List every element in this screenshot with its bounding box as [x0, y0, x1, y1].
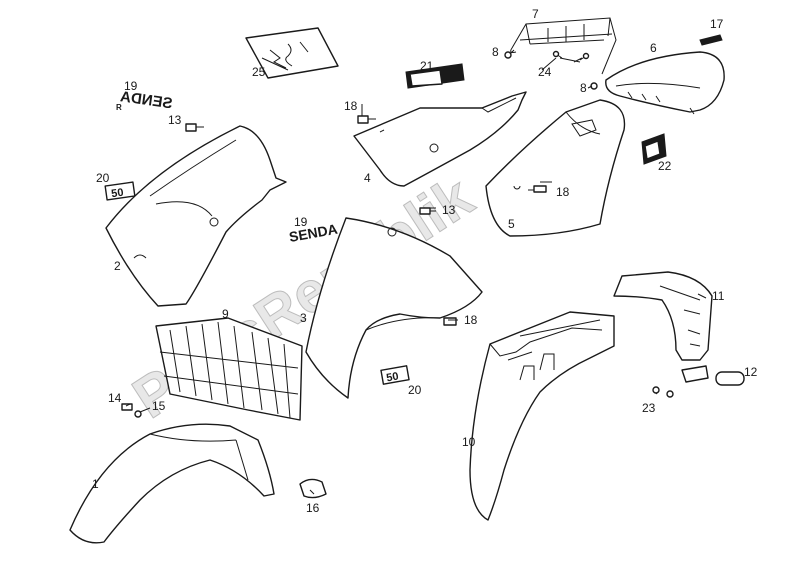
svg-text:50: 50: [385, 370, 399, 384]
part-8-nut-top: [504, 51, 512, 59]
callout-20b: 20: [408, 383, 422, 397]
part-9-radiator-grille: [155, 317, 303, 421]
part-5-rear-panel: [485, 99, 626, 237]
callout-15: 15: [152, 399, 166, 413]
part-7-luggage-rack: [510, 17, 617, 75]
part-16-fastener: [299, 478, 327, 499]
part-1-front-fender: [69, 423, 275, 544]
callout-6: 6: [650, 41, 657, 55]
svg-text:R: R: [116, 103, 122, 112]
callout-18c: 18: [464, 313, 478, 327]
callout-12: 12: [744, 365, 758, 379]
callout-8b: 8: [580, 81, 587, 95]
part-25-decal-sheet: [245, 27, 339, 79]
callout-10: 10: [462, 435, 476, 449]
callout-25: 25: [252, 65, 266, 79]
callout-13a: 13: [168, 113, 182, 127]
part-11-plate-holder: [613, 271, 713, 361]
part-6-seat: [605, 51, 725, 115]
callout-19b: 19: [294, 215, 308, 229]
callout-24: 24: [538, 65, 552, 79]
callout-20a: 20: [96, 171, 110, 185]
svg-text:50: 50: [111, 187, 125, 201]
callout-2: 2: [114, 259, 121, 273]
part-17-badge: [699, 34, 723, 46]
callout-9: 9: [222, 307, 229, 321]
callout-17: 17: [710, 17, 724, 31]
part-22-decal: [641, 133, 667, 165]
part-18-bolt-mid: [533, 185, 547, 193]
callout-18b: 18: [556, 185, 570, 199]
part-20-decal-right: 50: [380, 365, 410, 385]
part-4-side-panel: [353, 91, 527, 187]
part-3-radiator-shroud: [305, 217, 483, 399]
callout-1: 1: [92, 477, 99, 491]
part-18-bolt-lower: [443, 317, 457, 326]
part-15-clip: [134, 410, 142, 418]
part-23-nuts: [652, 386, 674, 398]
part-14-bolt: [121, 403, 133, 411]
callout-3: 3: [300, 311, 307, 325]
part-2-radiator-shroud: [105, 125, 287, 307]
callout-23: 23: [642, 401, 656, 415]
callout-22: 22: [658, 159, 672, 173]
part-24-bolts: [552, 50, 590, 63]
callout-14: 14: [108, 391, 122, 405]
callout-18a: 18: [344, 99, 358, 113]
leader-lines: [125, 49, 707, 495]
callout-4: 4: [364, 171, 371, 185]
callout-5: 5: [508, 217, 515, 231]
part-13-bolt-upper: [185, 123, 204, 132]
part-13-bolt-mid: [419, 207, 436, 215]
part-18-bolt-upper: [357, 115, 376, 124]
part-20-decal-left: 50: [104, 181, 136, 201]
callout-11: 11: [712, 289, 725, 303]
part-12-reflector: [681, 365, 745, 386]
callout-7: 7: [532, 7, 539, 21]
callout-21: 21: [420, 59, 434, 73]
part-21-decal: [405, 63, 465, 89]
callout-labels: 1 2 3 4 5 6 7 8 8 9 10 11 12 13 13 14 15…: [92, 7, 758, 515]
part-10-rear-mudguard: [469, 311, 615, 521]
callout-13b: 13: [442, 203, 456, 217]
callout-16: 16: [306, 501, 320, 515]
callout-8a: 8: [492, 45, 499, 59]
callout-19a: 19: [124, 79, 138, 93]
